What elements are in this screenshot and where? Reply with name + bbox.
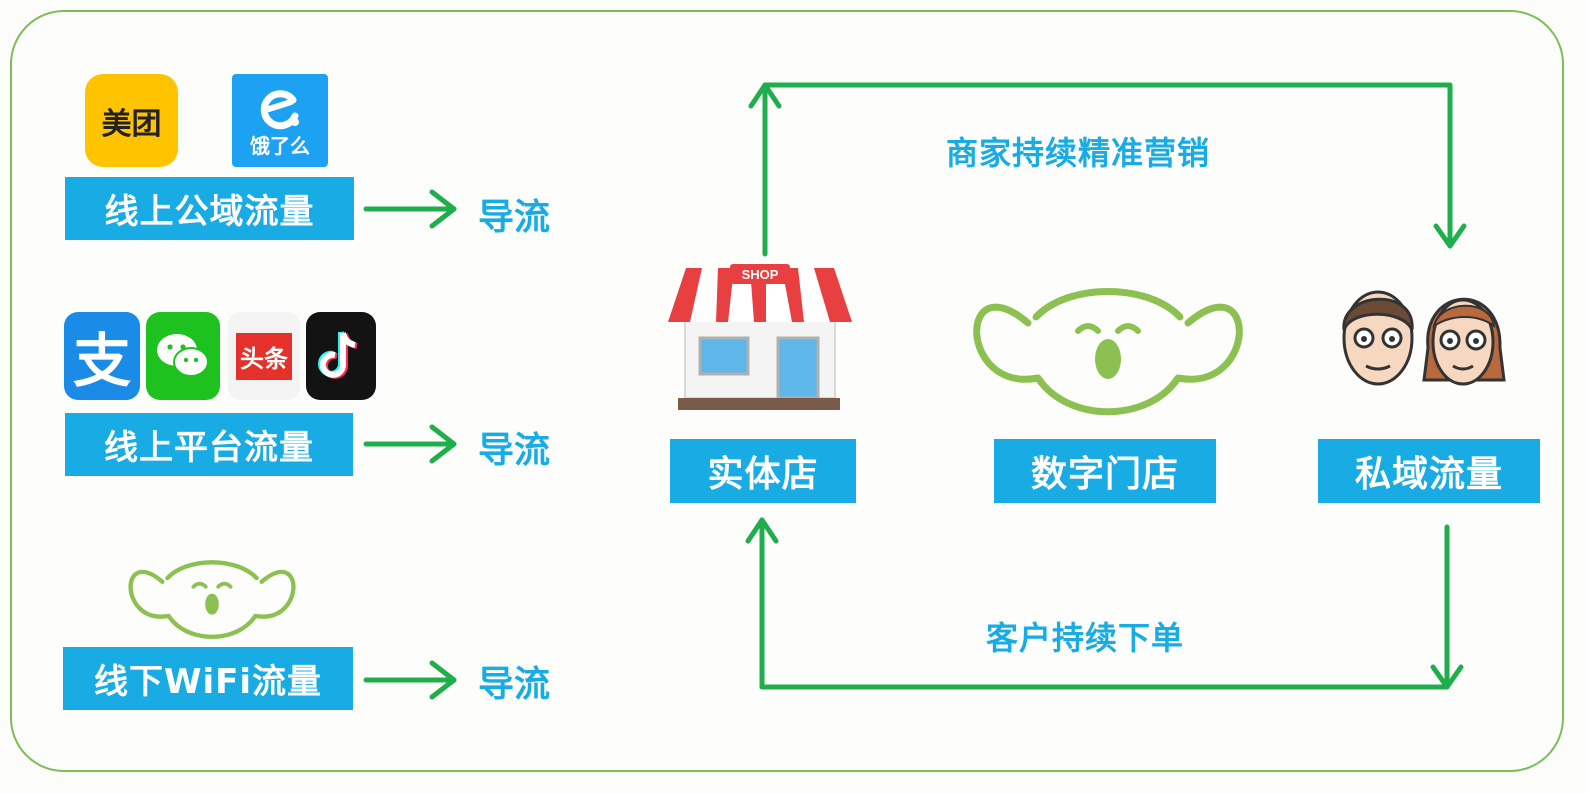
toutiao-app-label: 头条 bbox=[240, 344, 288, 373]
digital-store-label: 数字门店 bbox=[994, 439, 1216, 503]
row2-action-label: 导流 bbox=[478, 430, 551, 471]
row1-action-label: 导流 bbox=[478, 197, 551, 238]
private-traffic-label: 私域流量 bbox=[1318, 439, 1540, 503]
wechat-app-icon bbox=[146, 312, 220, 400]
douyin-note-mark bbox=[318, 331, 358, 379]
wechat-bubbles bbox=[157, 334, 209, 377]
meituan-app-label: 美团 bbox=[101, 106, 162, 142]
douyin-app-icon bbox=[306, 312, 376, 400]
alipay-app-icon: 支 bbox=[64, 312, 140, 400]
offline-wifi-traffic-label: 线下WiFi流量 bbox=[63, 647, 353, 710]
online-platform-traffic-label: 线上平台流量 bbox=[65, 413, 353, 476]
online-public-traffic-label: 线上公域流量 bbox=[65, 177, 354, 240]
eleme-app-label: 饿了么 bbox=[250, 134, 310, 158]
alipay-app-label: 支 bbox=[72, 327, 131, 395]
meituan-app-icon: 美团 bbox=[85, 74, 178, 167]
row3-action-label: 导流 bbox=[478, 664, 551, 705]
physical-store-label: 实体店 bbox=[670, 439, 856, 503]
top-flow-label: 商家持续精准营销 bbox=[946, 134, 1211, 172]
eleme-logo-mark bbox=[260, 90, 299, 130]
bottom-flow-label: 客户持续下单 bbox=[986, 619, 1185, 657]
toutiao-app-icon: 头条 bbox=[228, 312, 300, 400]
toutiao-red-badge: 头条 bbox=[236, 332, 292, 380]
eleme-app-icon: 饿了么 bbox=[232, 74, 328, 167]
